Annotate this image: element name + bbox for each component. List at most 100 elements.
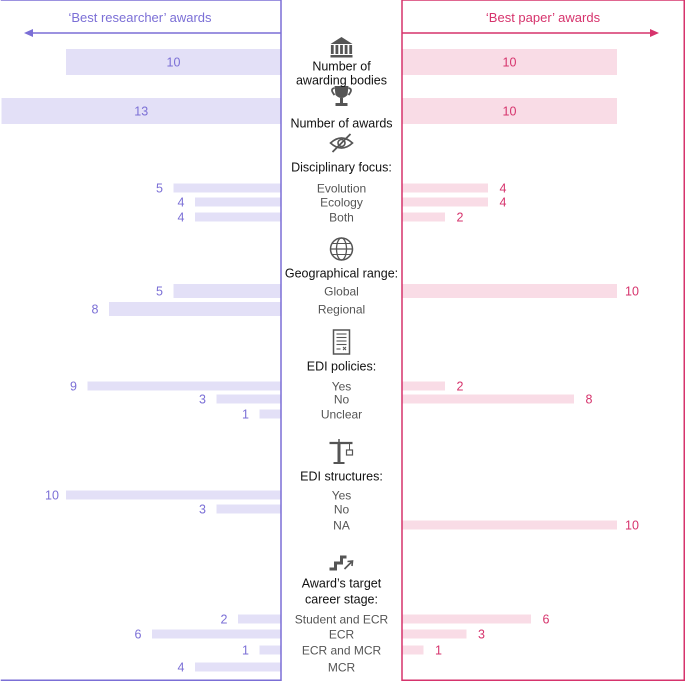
researcher-value-label: 4 — [178, 196, 185, 210]
paper-value-label: 10 — [503, 56, 517, 70]
researcher-bar — [173, 183, 281, 193]
researcher-value-label: 4 — [178, 661, 185, 675]
section-heading: Number of — [312, 60, 371, 74]
section-heading: EDI structures: — [300, 470, 383, 484]
researcher-value-label: 5 — [156, 285, 163, 299]
institution-icon — [330, 37, 353, 58]
section-heading: Geographical range: — [285, 267, 398, 281]
paper-value-label: 2 — [457, 211, 464, 225]
globe-icon — [329, 237, 354, 261]
icons-layer — [329, 37, 354, 571]
paper-value-label: 8 — [586, 393, 593, 407]
paper-bar — [402, 49, 617, 75]
bars-layer — [1, 49, 617, 672]
researcher-bar — [195, 212, 281, 222]
paper-value-label: 4 — [500, 196, 507, 210]
section-heading: Award’s target — [302, 577, 382, 591]
section-heading: career stage: — [305, 593, 378, 607]
section-heading: Number of awards — [290, 117, 392, 131]
category-label: NA — [333, 519, 350, 533]
stairs-icon — [329, 555, 354, 571]
eye-slash-icon — [329, 133, 354, 153]
right-series-header: ‘Best paper’ awards — [486, 10, 601, 25]
category-label: Student and ECR — [295, 613, 389, 627]
category-label: ECR and MCR — [302, 644, 382, 658]
category-label: Unclear — [321, 408, 362, 422]
paper-bar — [402, 212, 445, 222]
trophy-icon — [331, 86, 352, 106]
researcher-value-label: 3 — [199, 503, 206, 517]
category-label: Regional — [318, 303, 365, 317]
researcher-panel-frame — [0, 0, 282, 681]
paper-value-label: 1 — [435, 644, 442, 658]
category-label: Evolution — [317, 182, 366, 196]
researcher-bar — [195, 662, 281, 672]
researcher-bar — [66, 490, 281, 500]
paper-bar — [402, 197, 488, 207]
paper-bar — [402, 183, 488, 193]
category-label: Global — [324, 285, 359, 299]
researcher-value-label: 1 — [242, 408, 249, 422]
left-series-header: ‘Best researcher’ awards — [68, 10, 212, 25]
researcher-bar — [87, 381, 281, 391]
paper-value-label: 4 — [500, 182, 507, 196]
paper-bar — [402, 645, 424, 655]
researcher-value-label: 3 — [199, 393, 206, 407]
researcher-bar — [259, 645, 281, 655]
section-6: Award’s target career stage: Student and E… — [135, 577, 550, 675]
right-arrow-head — [650, 29, 659, 37]
category-label: No — [334, 503, 350, 517]
researcher-value-label: 13 — [134, 105, 148, 119]
category-label: No — [334, 393, 350, 407]
researcher-bar — [109, 302, 281, 316]
section-heading: Disciplinary focus: — [291, 161, 392, 175]
category-label: ECR — [329, 628, 355, 642]
researcher-value-label: 4 — [178, 211, 185, 225]
researcher-value-label: 1 — [242, 644, 249, 658]
paper-bar — [402, 520, 617, 530]
category-label: Ecology — [320, 196, 363, 210]
paper-value-label: 10 — [625, 285, 639, 299]
category-label: Yes — [332, 380, 352, 394]
category-label: Both — [329, 211, 354, 225]
researcher-bar — [238, 614, 281, 624]
researcher-bar — [66, 49, 281, 75]
category-label: MCR — [328, 661, 356, 675]
researcher-bar — [173, 284, 281, 298]
paper-value-label: 2 — [457, 380, 464, 394]
researcher-value-label: 6 — [135, 628, 142, 642]
category-label: Yes — [332, 489, 352, 503]
section-heading: awarding bodies — [296, 74, 387, 88]
paper-bar — [402, 629, 467, 639]
researcher-value-label: 9 — [70, 380, 77, 394]
paper-value-label: 10 — [625, 519, 639, 533]
paper-bar — [402, 381, 445, 391]
researcher-bar — [216, 394, 281, 404]
paper-bar — [402, 98, 617, 124]
paper-value-label: 6 — [543, 613, 550, 627]
researcher-value-label: 10 — [167, 56, 181, 70]
researcher-value-label: 2 — [221, 613, 228, 627]
paper-bar — [402, 614, 531, 624]
paper-value-label: 3 — [478, 628, 485, 642]
paper-bar — [402, 284, 617, 298]
researcher-bar — [1, 98, 281, 124]
researcher-bar — [152, 629, 281, 639]
researcher-value-label: 5 — [156, 182, 163, 196]
text-layer: ‘Best researcher’ awards ‘Best paper’ awa… — [45, 10, 639, 675]
researcher-bar — [259, 409, 281, 419]
researcher-value-label: 10 — [45, 489, 59, 503]
paper-panel-frame — [401, 0, 685, 681]
researcher-bar — [195, 197, 281, 207]
crane-icon — [329, 439, 354, 464]
section-heading: EDI policies: — [307, 360, 376, 374]
researcher-value-label: 8 — [92, 303, 99, 317]
